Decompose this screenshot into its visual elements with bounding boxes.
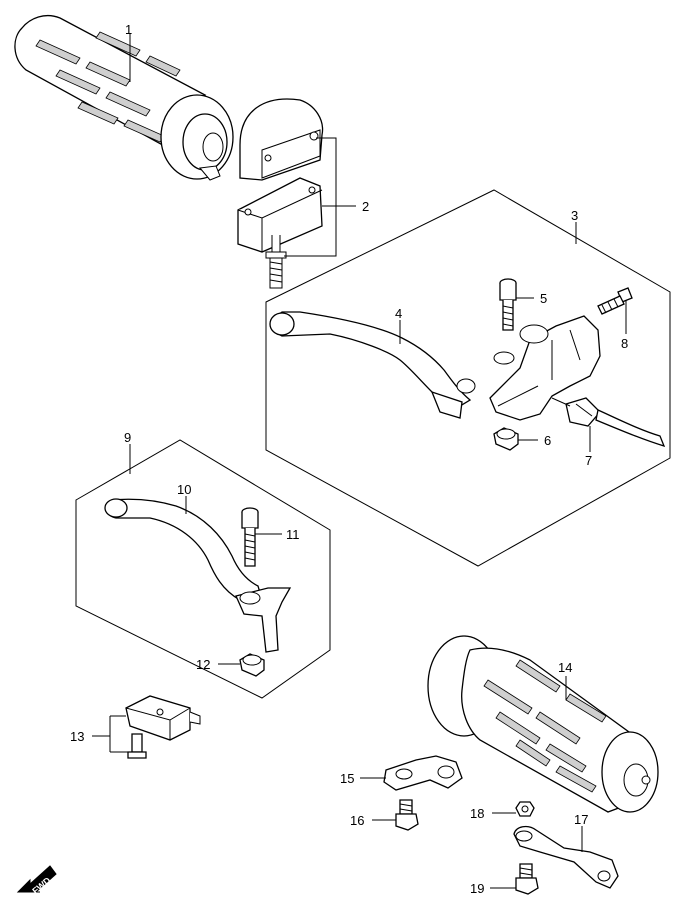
nut-part-18 — [515, 801, 535, 817]
leader-lines — [92, 34, 627, 889]
callout-labels: 1 2 3 4 5 6 7 8 9 10 11 12 13 14 15 16 1… — [70, 22, 628, 896]
fwd-badge: FWD — [16, 865, 57, 896]
bolt-part-8 — [597, 287, 633, 315]
callout-19: 19 — [470, 881, 484, 896]
callout-16: 16 — [350, 813, 364, 828]
callout-17: 17 — [574, 812, 588, 827]
screw-part-19 — [515, 863, 539, 895]
switch-part-7 — [551, 397, 666, 448]
screw-part-16 — [395, 799, 419, 831]
fwd-arrow-icon — [16, 865, 57, 893]
grip-left-part-1 — [14, 14, 234, 181]
throttle-housing-part-2 — [237, 98, 324, 289]
grip-pattern-right — [483, 659, 607, 793]
grip-right-part-14 — [427, 635, 659, 813]
callout-12: 12 — [196, 657, 210, 672]
callout-9: 9 — [124, 430, 131, 445]
callout-10: 10 — [177, 482, 191, 497]
assembly-box-3 — [265, 189, 671, 567]
assembly-box-9 — [75, 439, 331, 699]
callout-15: 15 — [340, 771, 354, 786]
callout-7: 7 — [585, 453, 592, 468]
lever-part-10 — [104, 498, 292, 653]
callout-3: 3 — [571, 208, 578, 223]
callout-4: 4 — [395, 306, 402, 321]
callout-5: 5 — [540, 291, 547, 306]
switch-part-13 — [125, 695, 201, 759]
bolt-part-5 — [499, 278, 517, 331]
callout-13: 13 — [70, 729, 84, 744]
lever-part-4 — [269, 311, 476, 419]
callout-14: 14 — [558, 660, 572, 675]
bracket-part-17 — [513, 825, 619, 889]
bracket-part-15 — [383, 755, 463, 791]
callout-8: 8 — [621, 336, 628, 351]
callout-6: 6 — [544, 433, 551, 448]
callout-11: 11 — [286, 527, 300, 542]
callout-1: 1 — [125, 22, 132, 37]
lever-holder — [489, 315, 601, 421]
bolt-part-11 — [241, 507, 259, 567]
callout-18: 18 — [470, 806, 484, 821]
callout-2: 2 — [362, 199, 369, 214]
nut-part-6 — [493, 427, 519, 451]
nut-part-12 — [239, 653, 265, 677]
grip-pattern — [35, 31, 181, 143]
